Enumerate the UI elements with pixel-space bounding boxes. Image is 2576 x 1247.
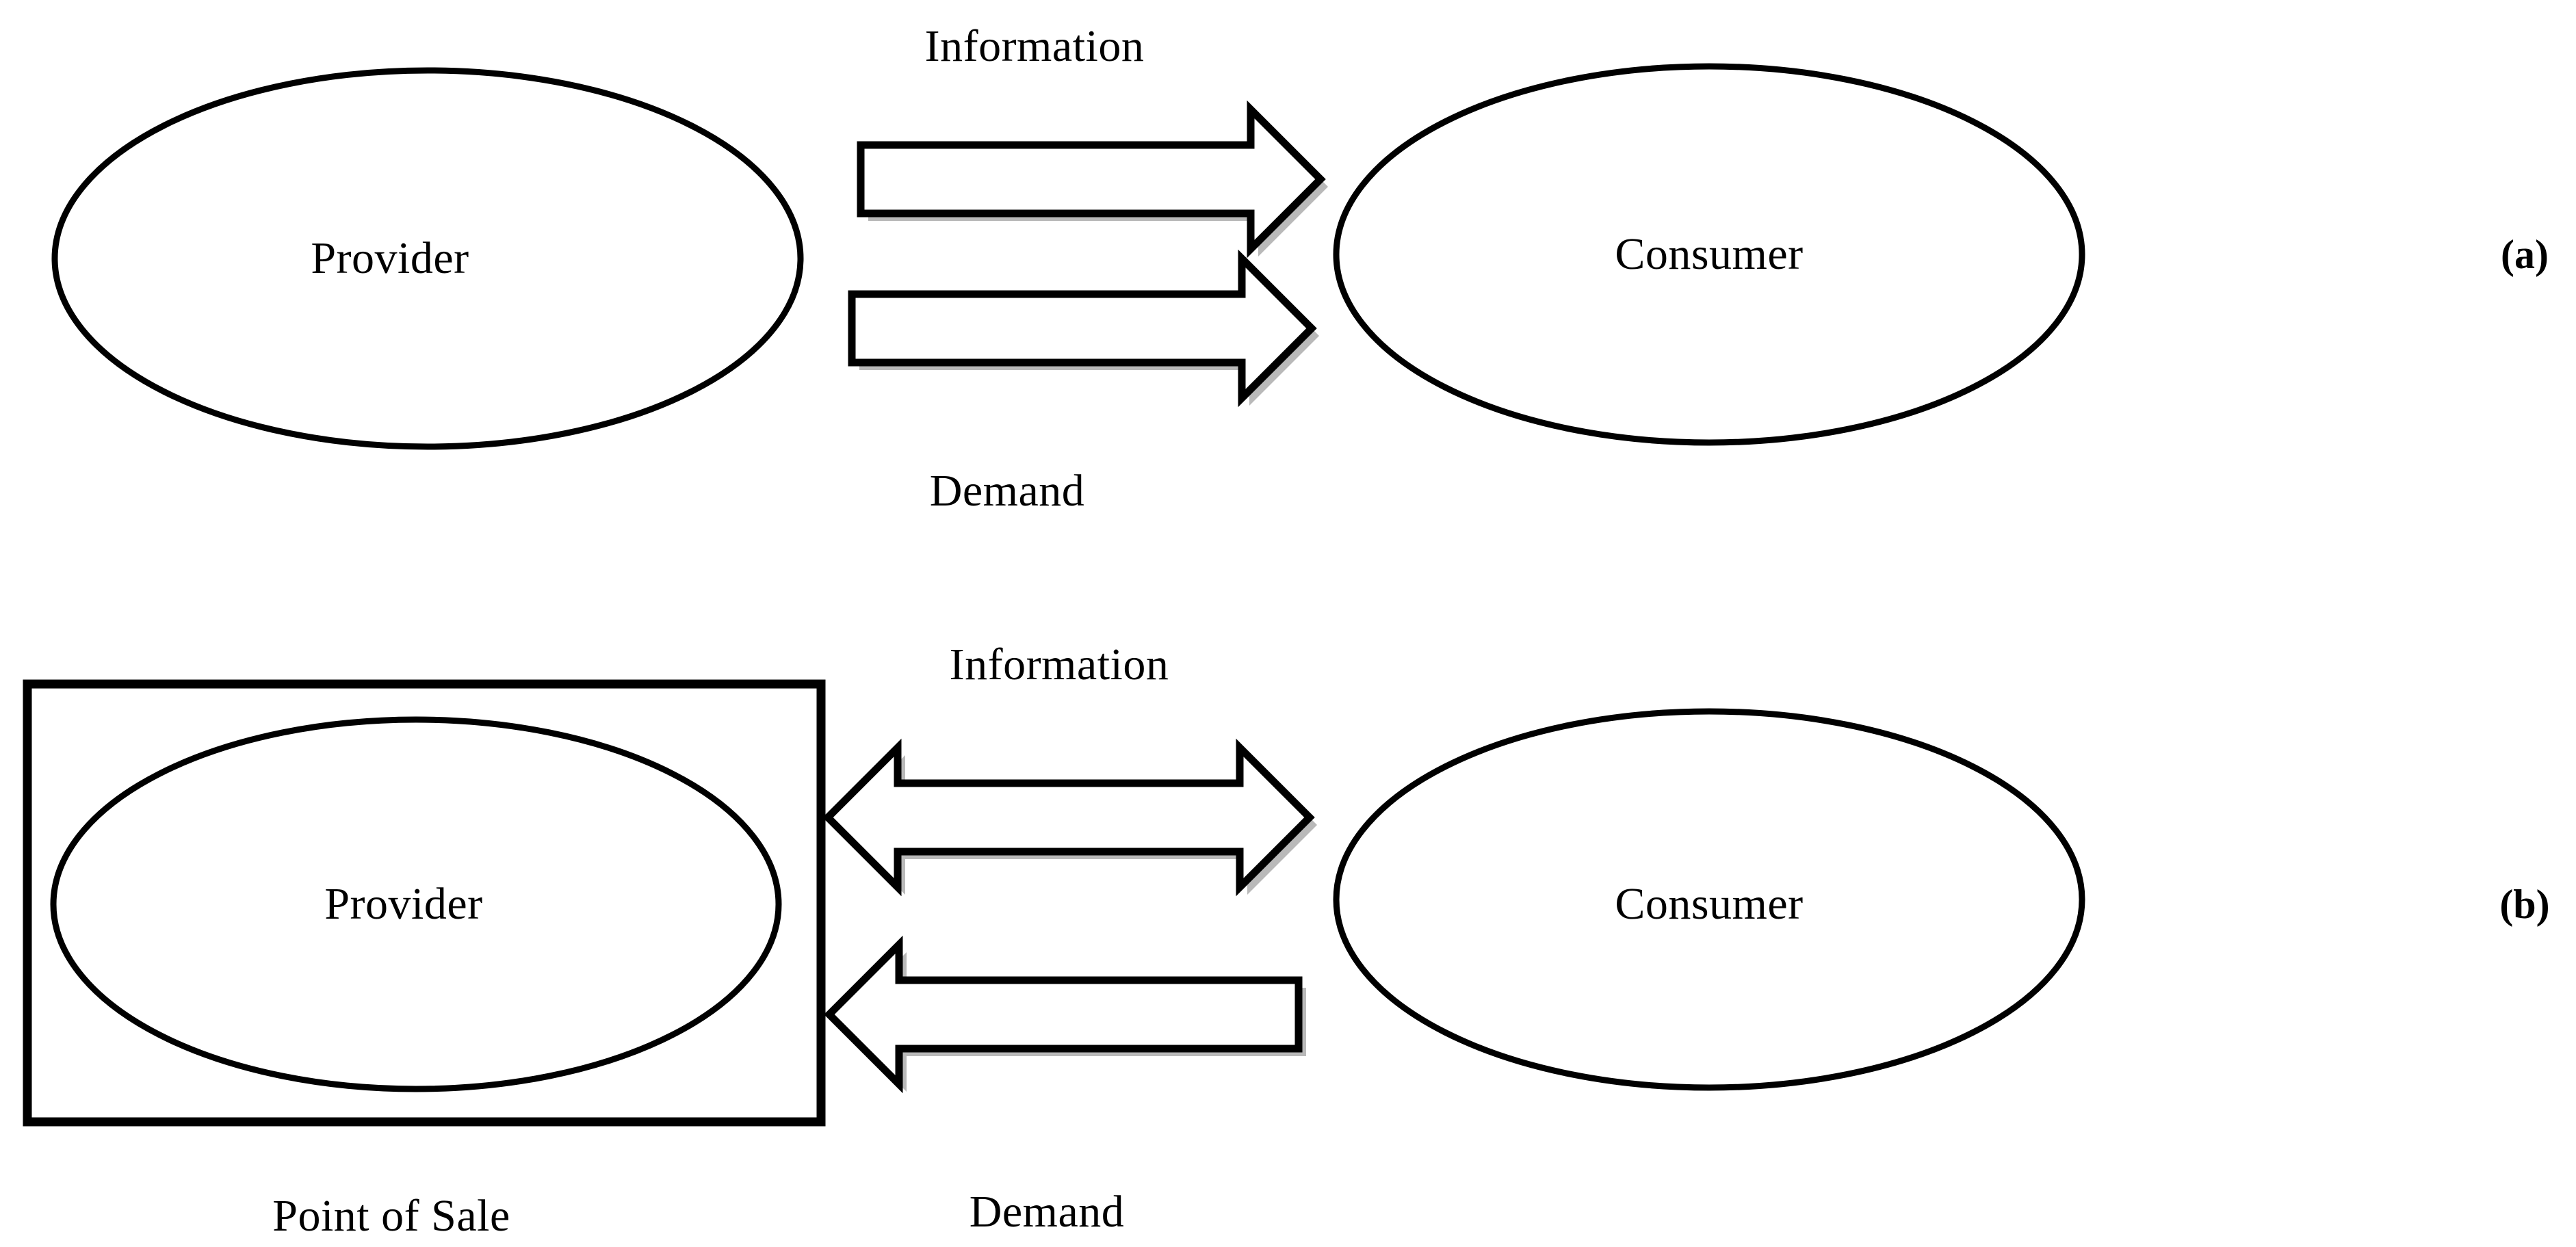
information-arrow-b (822, 738, 1317, 897)
information-arrow-a (857, 100, 1328, 259)
provider-ellipse-a (51, 67, 804, 450)
information-label-a: Information (924, 21, 1145, 71)
provider-ellipse-b (50, 716, 782, 1092)
panel-tag-b: (b) (2499, 882, 2550, 927)
consumer-label-b: Consumer (1615, 879, 1804, 929)
information-label-b: Information (949, 640, 1169, 690)
demand-label-a: Demand (929, 466, 1085, 516)
consumer-ellipse-b (1333, 708, 2085, 1091)
provider-label-a: Provider (311, 233, 469, 283)
demand-label-b: Demand (969, 1187, 1125, 1237)
panel-tag-a: (a) (2501, 232, 2549, 277)
demand-arrow-a (848, 249, 1319, 408)
provider-label-b: Provider (324, 879, 483, 929)
consumer-ellipse-a (1333, 63, 2085, 446)
point-of-sale-label: Point of Sale (272, 1191, 510, 1241)
consumer-label-a: Consumer (1615, 229, 1804, 279)
demand-arrow-b (824, 935, 1306, 1094)
